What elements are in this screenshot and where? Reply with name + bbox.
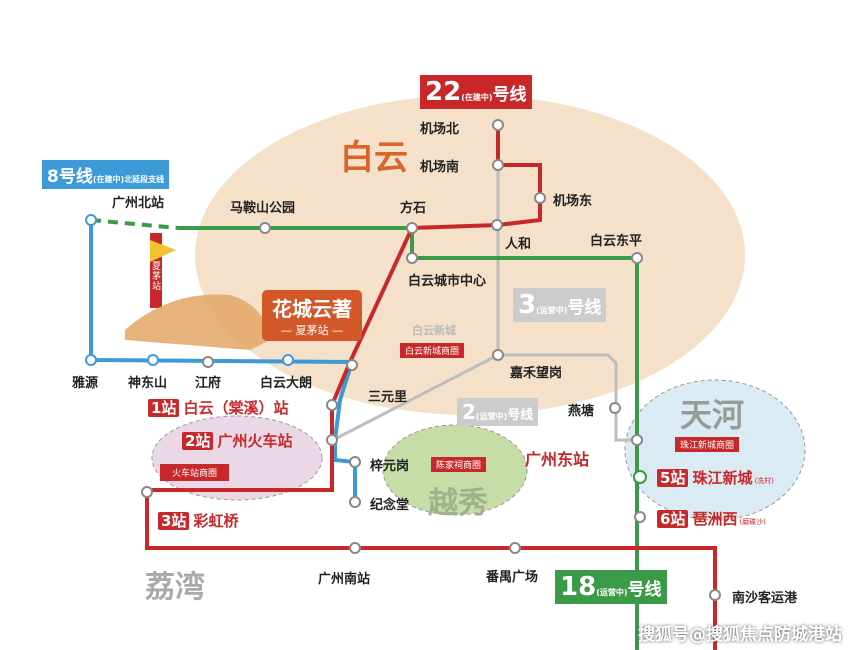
line-number: 3 [518,290,537,320]
station-guangzhoubei[interactable]: 广州北站 [112,196,165,211]
stop-name: 琶洲西 [692,510,738,528]
district-yuexiu: 越秀 [428,486,488,521]
stop-number: 6站 [657,510,689,528]
station-baiyundongping[interactable]: 白云东平 [590,234,643,249]
xiamao-vertical-label: 夏茅站 [152,262,162,292]
stop-name: 彩虹桥 [193,512,239,530]
station-baiyundalang[interactable]: 白云大朗 [260,376,313,391]
stop-name: 广州火车站 [217,432,293,450]
stop-name: 白云（棠溪）站 [183,399,289,417]
station-fangshi[interactable]: 方石 [400,201,427,216]
station-jichangbei[interactable]: 机场北 [420,122,460,137]
line-2-track [332,353,499,442]
station-maanshan[interactable]: 马鞍山公园 [230,201,296,216]
line-name: 号线 [627,580,662,600]
line-3-track [496,125,637,442]
stop-number: 2站 [182,432,214,450]
line-name: 北延段支线 [124,175,165,184]
line-status: (运营中) [475,412,508,421]
stop-2[interactable]: 2站广州火车站 [182,430,292,451]
stop-number: 5站 [657,469,689,487]
line-number: 22 [425,77,462,107]
xiamao-arrow-icon [150,240,176,262]
line-number: 2 [462,400,476,424]
station-panyu[interactable]: 番禺广场 [486,570,539,585]
station-yantang[interactable]: 燕塘 [568,404,595,419]
station-renhe[interactable]: 人和 [505,237,532,252]
station-markers [85,119,721,601]
station-jichangnan[interactable]: 机场南 [420,160,460,175]
line-8-badge: 8号线(在建中)北延段支线 [42,160,170,189]
stop-name: 珠江新城 [692,469,753,487]
line-status: (运营中) [536,306,568,315]
station-nansha[interactable]: 南沙客运港 [732,591,798,606]
train-image [125,294,270,350]
line-number: 8号线 [47,167,93,187]
watermark: 搜狐号@搜狐焦点防城港站 [638,625,842,645]
station-jiniantang[interactable]: 纪念堂 [370,498,410,513]
station-baiyuncity[interactable]: 白云城市中心 [408,274,487,289]
station-sanyuanli[interactable]: 三元里 [368,390,408,405]
stop-3[interactable]: 3站彩虹桥 [158,510,238,531]
stop-1[interactable]: 1站白云（棠溪）站 [148,397,288,418]
liwan-business-area [151,415,323,501]
station-jiangfu[interactable]: 江府 [195,376,222,391]
project-callout: 花城云著 — 夏茅站 — [262,290,362,341]
line-8-extension-dashed [90,218,179,230]
station-yayuan[interactable]: 雅源 [72,376,99,391]
stop-number: 1站 [148,399,180,417]
baiyunxincheng-tag: 白云新城商圈 [400,343,465,358]
line-name: 号线 [507,408,534,423]
line-18-badge: 18(运营中)号线 [555,570,667,604]
stop-number: 3站 [158,512,190,530]
station-jiahe[interactable]: 嘉禾望岗 [510,366,563,381]
station-jichangdong[interactable]: 机场东 [553,194,593,209]
baiyunxincheng-label: 白云新城 [412,324,456,337]
line-3-badge: 3(运营中)号线 [513,288,607,322]
station-guangzhounan[interactable]: 广州南站 [318,572,371,587]
district-tianhe: 天河 [680,396,745,434]
baiyun-district-area [195,95,745,415]
station-ziyuangang[interactable]: 梓元岗 [370,459,410,474]
district-liwan: 荔湾 [145,570,205,605]
line-status: (在建中) [92,175,125,184]
line-22-badge: 22(在建中)号线 [420,75,532,109]
stop-6[interactable]: 6站琶洲西(磨碟沙) [657,508,766,529]
station-shendongshan[interactable]: 神东山 [128,376,168,391]
line-2-badge: 2(运营中)号线 [457,398,539,426]
huochezhan-tag: 火车站商圈 [160,464,230,481]
district-baiyun: 白云 [340,138,408,178]
line-name: 号线 [492,85,527,105]
stop-note: (磨碟沙) [739,518,766,526]
line-status: (运营中) [596,588,628,597]
chenjiaci-tag: 陈家祠商圈 [431,457,487,472]
stop-5[interactable]: 5站珠江新城(冼村) [657,467,774,488]
zhujiang-tag: 珠江新城商圈 [675,437,740,452]
line-status: (在建中) [461,93,493,102]
project-station: — 夏茅站 — [281,324,343,337]
line-number: 18 [560,572,597,602]
line-name: 号线 [567,298,602,318]
stop-note: (冼村) [754,477,774,485]
project-name: 花城云著 [272,297,352,321]
station-guangzhoudong[interactable]: 广州东站 [525,450,590,469]
